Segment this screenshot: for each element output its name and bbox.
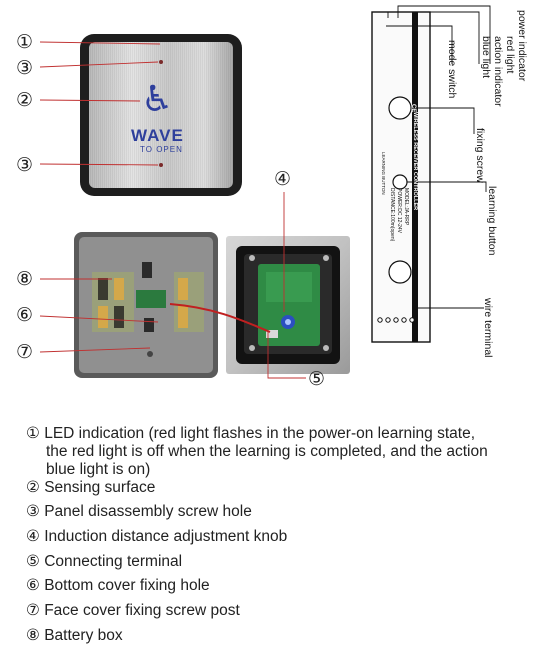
- callout-3-bottom: ③: [16, 154, 34, 176]
- label-blue-light: blue light: [480, 36, 492, 79]
- legend-text: Panel disassembly screw hole: [44, 503, 252, 520]
- legend-num: ⑤: [26, 553, 40, 570]
- label-learning-button: learning button: [486, 186, 498, 256]
- legend-item-1-cont: the red light is off when the learning i…: [46, 443, 488, 461]
- legend-item-1: ① LED indication (red light flashes in t…: [26, 425, 475, 443]
- wheelchair-icon: ♿: [141, 79, 174, 120]
- callout-2: ②: [16, 89, 34, 111]
- callout-5: ⑤: [308, 368, 326, 390]
- label-red-light: red light: [504, 36, 516, 74]
- legend-text: blue light is on): [46, 461, 151, 478]
- label-action-indicator: action indicator: [492, 36, 504, 107]
- legend-num: ⑧: [26, 627, 40, 644]
- legend-item-4: ④ Induction distance adjustment knob: [26, 528, 287, 546]
- printed-model: MODEL:JA-RRP: [403, 188, 409, 226]
- callout-8: ⑧: [16, 268, 34, 290]
- wave-text: WAVE: [131, 126, 184, 145]
- led-dot: [159, 60, 163, 64]
- screw-dot: [159, 163, 163, 167]
- printed-title: WIRELESS RECEIVER CONTROLLER: [412, 112, 418, 211]
- printed-learning-tag: LEARNING BUTTON: [381, 152, 386, 195]
- legend-item-7: ⑦ Face cover fixing screw post: [26, 602, 240, 620]
- label-wire-terminal: wire terminal: [482, 298, 494, 358]
- legend-num: ②: [26, 479, 40, 496]
- legend-item-3: ③ Panel disassembly screw hole: [26, 503, 252, 521]
- legend-text: Battery box: [44, 627, 123, 644]
- legend-item-8: ⑧ Battery box: [26, 627, 123, 645]
- front-leader-lines: [39, 41, 161, 166]
- printed-distance: DISTANCE:100m(open): [389, 188, 395, 242]
- label-mode-switch: mode switch: [446, 40, 458, 99]
- legend-item-2: ② Sensing surface: [26, 479, 155, 497]
- printed-ce: CE: [410, 104, 416, 113]
- label-fixing-screw: fixing screw: [474, 128, 486, 183]
- callout-6: ⑥: [16, 304, 34, 326]
- legend-text: Connecting terminal: [44, 553, 183, 570]
- legend-item-5: ⑤ Connecting terminal: [26, 553, 182, 571]
- legend-text: Induction distance adjustment knob: [44, 528, 288, 545]
- legend-num: ③: [26, 503, 40, 520]
- callout-4: ④: [274, 168, 292, 190]
- legend-item-6: ⑥ Bottom cover fixing hole: [26, 577, 210, 595]
- legend-num: ⑦: [26, 602, 40, 619]
- open-leader-lines: [39, 192, 306, 379]
- to-open-text: TO OPEN: [140, 145, 183, 154]
- legend-text: Sensing surface: [44, 479, 156, 496]
- legend-num: ⑥: [26, 577, 40, 594]
- legend-text: Face cover fixing screw post: [44, 602, 240, 619]
- legend-num: ④: [26, 528, 40, 545]
- legend-item-1-cont2: blue light is on): [46, 461, 150, 479]
- legend-text: the red light is off when the learning i…: [46, 443, 488, 460]
- label-power-indicator: power indicator: [516, 10, 528, 82]
- callout-3-top: ③: [16, 57, 34, 79]
- legend-text: Bottom cover fixing hole: [44, 577, 210, 594]
- callout-7: ⑦: [16, 341, 34, 363]
- legend-text: LED indication (red light flashes in the…: [44, 425, 476, 442]
- callout-1: ①: [16, 31, 34, 53]
- printed-power: POWER:DC 12-24V: [396, 188, 402, 234]
- legend-num: ①: [26, 425, 40, 442]
